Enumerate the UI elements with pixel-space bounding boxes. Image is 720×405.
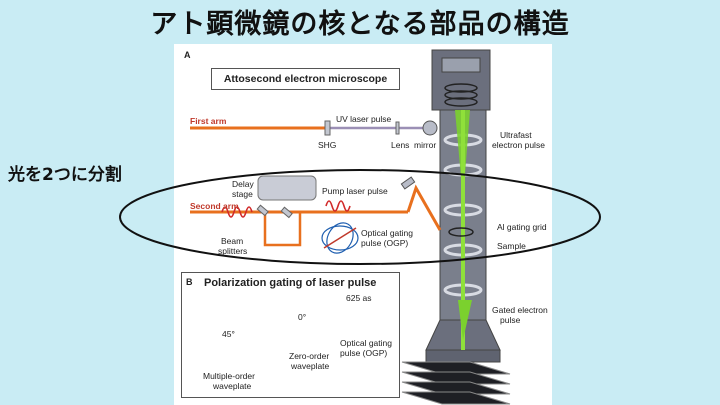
pump-laser-pulse-label: Pump laser pulse [322,186,388,196]
electron-microscope-column [401,49,511,405]
second-arm-beam [190,176,442,247]
beam-splitters-label-line2: splitters [218,246,248,256]
panel-b-letter: B [186,277,193,287]
first-arm-beam [190,120,438,136]
panel-a-title: Attosecond electron microscope [211,68,400,90]
ultrafast-label-line1: Ultrafast [500,130,532,140]
panel-b-title: Polarization gating of laser pulse [204,277,377,289]
zero-order-label-line1: Zero-order [289,351,330,361]
first-arm-label: First arm [190,116,227,126]
angle-0-label: 0° [298,312,307,322]
shg-label: SHG [318,140,337,150]
as-625-label: 625 as [346,293,372,303]
multiple-order-label-line1: Multiple-order [203,371,255,381]
delay-stage-label-line1: Delay [232,179,254,189]
ultrafast-label-line2: electron pulse [492,140,545,150]
multiple-order-label-line2: waveplate [213,381,252,391]
uv-laser-pulse-label: UV laser pulse [336,114,392,124]
delay-stage-label-line2: stage [232,189,253,199]
highlight-ellipse [119,169,601,265]
panel-b-box [181,272,400,398]
angle-45-label: 45° [222,329,235,339]
panel-a-letter: A [184,50,191,60]
second-arm-label: Second arm [190,201,239,211]
lens-label: Lens [391,140,410,150]
delay-stage [257,175,317,201]
gated-electron-label-line1: Gated electron [492,305,548,315]
page-heading: アト顕微鏡の核となる部品の構造 [150,9,570,40]
al-gating-grid-label: Al gating grid [497,222,547,232]
ogp-a-label-line2: pulse (OGP) [361,238,409,248]
beam-splitters-label-line1: Beam [221,236,244,246]
al-gating-grid [448,227,474,237]
callout-split-light: 光を2つに分割 [8,165,122,185]
gated-electron-label-line2: pulse [500,315,521,325]
mirror-label: mirror [414,140,437,150]
zero-order-label-line2: waveplate [291,361,330,371]
ogp-b-label-line1: Optical gating [340,338,392,348]
ogp-b-label-line2: pulse (OGP) [340,348,388,358]
sample-label: Sample [497,241,526,251]
ogp-a-label-line1: Optical gating [361,228,413,238]
